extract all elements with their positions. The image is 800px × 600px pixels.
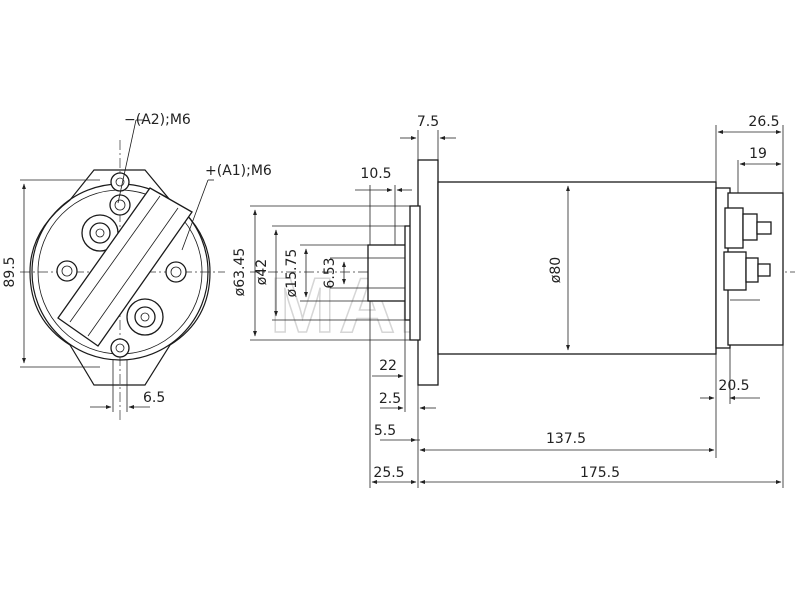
dim-42-label: ø42 bbox=[254, 259, 270, 285]
label-a2-terminal: −(A2);M6 bbox=[124, 112, 191, 128]
dim-19-label: 19 bbox=[749, 146, 767, 162]
dim-5-5-label: 5.5 bbox=[374, 423, 396, 439]
dim-26-5-label: 26.5 bbox=[748, 114, 779, 130]
dim-6-53-label: 6.53 bbox=[322, 257, 338, 288]
dim-22-label: 22 bbox=[379, 358, 397, 374]
dim-175-5-label: 175.5 bbox=[580, 465, 620, 481]
dim-63-45-label: ø63.45 bbox=[232, 248, 248, 297]
dim-height-label: 89.5 bbox=[2, 256, 18, 287]
front-view bbox=[20, 119, 225, 420]
side-view bbox=[250, 125, 795, 488]
dim-15-75-label: ø15.75 bbox=[284, 249, 300, 298]
dim-offset-label: 6.5 bbox=[143, 390, 165, 406]
dim-flange-label: 7.5 bbox=[417, 114, 439, 130]
label-a1-terminal: +(A1);M6 bbox=[205, 163, 272, 179]
dim-20-5-label: 20.5 bbox=[718, 378, 749, 394]
dim-80-label: ø80 bbox=[548, 257, 564, 283]
dim-10-5-label: 10.5 bbox=[360, 166, 391, 182]
dim-137-5-label: 137.5 bbox=[546, 431, 586, 447]
dim-25-5-label: 25.5 bbox=[373, 465, 404, 481]
dim-2-5-label: 2.5 bbox=[379, 391, 401, 407]
